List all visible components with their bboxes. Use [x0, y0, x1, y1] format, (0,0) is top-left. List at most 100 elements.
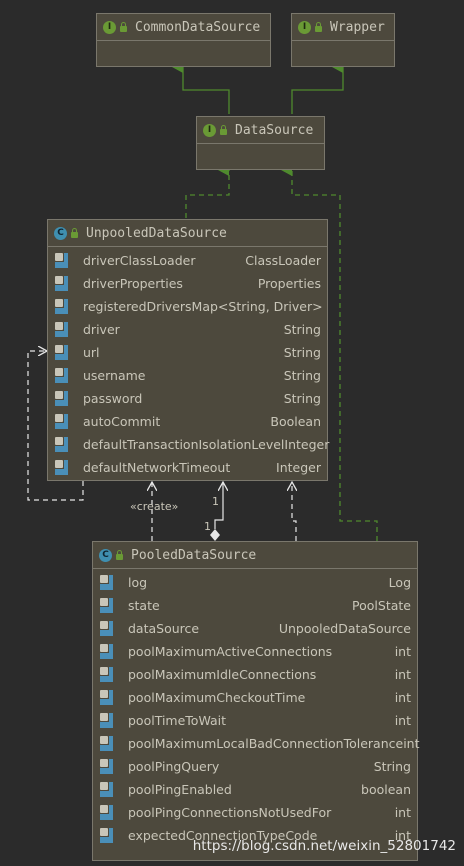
- field-name: poolPingConnectionsNotUsedFor: [128, 805, 332, 820]
- interface-commondatasource[interactable]: I CommonDataSource: [96, 13, 271, 67]
- field-icon: [55, 276, 68, 291]
- field-name: poolTimeToWait: [128, 713, 227, 728]
- field-type: Log: [388, 575, 411, 590]
- field-type: String: [373, 759, 411, 774]
- field-name: poolPingEnabled: [128, 782, 232, 797]
- edge-datasource-extends-wrapper: [291, 61, 344, 114]
- field-name: poolMaximumCheckoutTime: [128, 690, 306, 705]
- interface-icon: I: [203, 123, 216, 137]
- field-name: defaultTransactionIsolationLevel: [83, 437, 285, 452]
- field-row[interactable]: dataSource UnpooledDataSource: [93, 617, 417, 640]
- field-name: poolMaximumLocalBadConnectionTolerance: [128, 736, 404, 751]
- field-name: dataSource: [128, 621, 200, 636]
- field-icon: [100, 598, 113, 613]
- field-row[interactable]: poolTimeToWait int: [93, 709, 417, 732]
- watermark: https://blog.csdn.net/weixin_52801742: [192, 838, 456, 854]
- field-icon: [100, 621, 113, 636]
- field-type: int: [394, 690, 411, 705]
- field-name: defaultNetworkTimeout: [83, 460, 231, 475]
- class-name: UnpooledDataSource: [86, 225, 227, 241]
- field-icon: [100, 828, 113, 843]
- field-icon: [55, 414, 68, 429]
- field-name: driver: [83, 322, 120, 337]
- edge-pooled-depends-unpooled: [292, 482, 296, 541]
- field-name: driverClassLoader: [83, 253, 196, 268]
- field-row[interactable]: driver String: [48, 318, 327, 341]
- field-row[interactable]: state PoolState: [93, 594, 417, 617]
- field-row[interactable]: poolMaximumIdleConnections int: [93, 663, 417, 686]
- field-type: PoolState: [352, 598, 411, 613]
- interface-icon: I: [298, 20, 311, 34]
- field-icon: [100, 713, 113, 728]
- field-name: poolMaximumIdleConnections: [128, 667, 317, 682]
- field-type: Boolean: [270, 414, 321, 429]
- field-row[interactable]: poolMaximumActiveConnections int: [93, 640, 417, 663]
- field-type: int: [403, 736, 420, 751]
- interface-wrapper[interactable]: I Wrapper: [291, 13, 395, 67]
- lock-icon: [315, 22, 322, 32]
- field-name: poolPingQuery: [128, 759, 220, 774]
- field-type: Integer: [284, 437, 330, 452]
- field-type: int: [394, 644, 411, 659]
- field-name: driverProperties: [83, 276, 183, 291]
- field-type: Properties: [257, 276, 321, 291]
- lock-icon: [220, 125, 227, 135]
- lock-icon: [116, 550, 123, 560]
- class-name: PooledDataSource: [131, 547, 257, 563]
- field-name: poolMaximumActiveConnections: [128, 644, 333, 659]
- field-icon: [55, 460, 68, 475]
- class-icon: C: [54, 226, 67, 240]
- field-type: int: [394, 667, 411, 682]
- field-icon: [100, 782, 113, 797]
- lock-icon: [71, 228, 78, 238]
- field-name: password: [83, 391, 143, 406]
- field-name: state: [128, 598, 160, 613]
- field-name: registeredDrivers: [83, 299, 192, 314]
- edge-unpooled-self-dependency: [27, 351, 84, 501]
- field-type: int: [394, 828, 411, 843]
- field-row[interactable]: driverProperties Properties: [48, 272, 327, 295]
- field-type: UnpooledDataSource: [278, 621, 411, 636]
- field-type: String: [283, 345, 321, 360]
- edge-datasource-extends-commondatasource: [172, 61, 230, 114]
- field-icon: [100, 667, 113, 682]
- interface-datasource[interactable]: I DataSource: [196, 116, 325, 170]
- field-type: int: [394, 713, 411, 728]
- field-icon: [100, 805, 113, 820]
- field-type: String: [283, 322, 321, 337]
- lock-icon: [120, 22, 127, 32]
- field-icon: [55, 322, 68, 337]
- multiplicity-top: 1: [212, 495, 219, 508]
- field-row[interactable]: poolMaximumCheckoutTime int: [93, 686, 417, 709]
- edge-pooled-composes-unpooled: [214, 482, 223, 529]
- field-name: url: [83, 345, 100, 360]
- field-icon: [100, 575, 113, 590]
- field-type: Map<String, Driver>: [191, 299, 323, 314]
- interface-name: Wrapper: [330, 19, 385, 35]
- multiplicity-bottom: 1: [204, 520, 211, 533]
- edge-pooled-implements-datasource: [281, 164, 378, 541]
- field-name: autoCommit: [83, 414, 161, 429]
- field-row[interactable]: url String: [48, 341, 327, 364]
- field-row[interactable]: poolPingQuery String: [93, 755, 417, 778]
- edge-unpooled-implements-datasource: [185, 164, 230, 218]
- interface-name: CommonDataSource: [135, 19, 261, 35]
- field-icon: [55, 368, 68, 383]
- field-row[interactable]: autoCommit Boolean: [48, 410, 327, 433]
- field-icon: [55, 253, 68, 268]
- field-icon: [55, 345, 68, 360]
